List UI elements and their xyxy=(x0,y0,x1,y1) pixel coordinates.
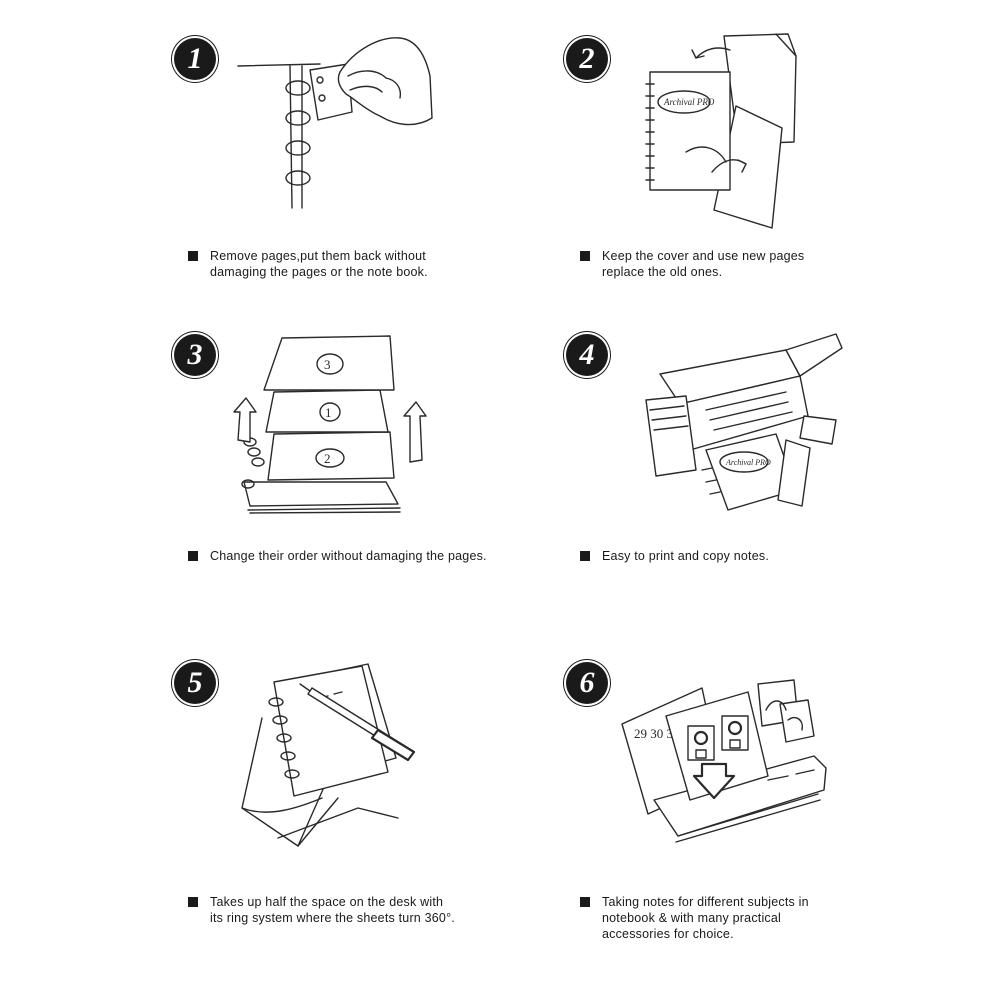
space-saving-illustration xyxy=(241,663,416,847)
caption-3: Change their order without damaging the … xyxy=(188,548,487,564)
feature-4: 4 Archival PRO Easy to print and copy no… xyxy=(566,333,1000,654)
caption-text: Change their order without damaging the … xyxy=(210,549,487,563)
bullet-icon xyxy=(580,897,590,907)
print-copy-illustration: Archival PRO xyxy=(645,333,843,511)
reorder-pages-illustration: 3 1 2 xyxy=(233,335,427,514)
caption-text: Takes up half the space on the desk with… xyxy=(210,895,455,925)
feature-3: 3 3 1 2 Change their order without damag… xyxy=(174,334,634,654)
bullet-icon xyxy=(580,251,590,261)
caption-text: Easy to print and copy notes. xyxy=(602,549,770,563)
step-badge-6: 6 xyxy=(566,662,608,704)
caption-4: Easy to print and copy notes. xyxy=(580,548,769,564)
caption-2: Keep the cover and use new pages replace… xyxy=(580,248,804,280)
step-badge-3: 3 xyxy=(174,334,216,376)
caption-text: Remove pages,put them back without damag… xyxy=(210,249,428,279)
bullet-icon xyxy=(188,551,198,561)
feature-6: 6 29 30 31 Taking notes for different su… xyxy=(566,662,1000,982)
feature-1: 1 Remove pages,put them back without dam… xyxy=(174,37,634,358)
remove-pages-illustration xyxy=(237,37,433,209)
step-badge-2: 2 xyxy=(566,38,608,80)
cover-brand-text: Archival PRO xyxy=(725,458,771,467)
bullet-icon xyxy=(580,551,590,561)
caption-6: Taking notes for different subjects in n… xyxy=(580,894,809,942)
cover-brand-text: Archival PRO xyxy=(663,97,715,107)
caption-1: Remove pages,put them back without damag… xyxy=(188,248,428,280)
page-label-1: 1 xyxy=(325,405,332,420)
page-label-2: 2 xyxy=(324,451,331,466)
subject-dividers-illustration: 29 30 31 xyxy=(621,679,827,843)
step-badge-5: 5 xyxy=(174,662,216,704)
caption-text: Taking notes for different subjects in n… xyxy=(602,895,809,941)
replace-pages-illustration: Archival PRO xyxy=(645,33,797,229)
bullet-icon xyxy=(188,251,198,261)
feature-2: 2 Archival PRO Keep the cover and use ne… xyxy=(566,33,1000,358)
page-label-3: 3 xyxy=(324,357,331,372)
caption-text: Keep the cover and use new pages replace… xyxy=(602,249,805,279)
calendar-numbers: 29 30 31 xyxy=(634,726,680,741)
step-badge-1: 1 xyxy=(174,38,216,80)
feature-5: 5 Takes up half the space on the desk wi… xyxy=(174,662,634,982)
caption-5: Takes up half the space on the desk with… xyxy=(188,894,455,926)
step-badge-4: 4 xyxy=(566,334,608,376)
bullet-icon xyxy=(188,897,198,907)
